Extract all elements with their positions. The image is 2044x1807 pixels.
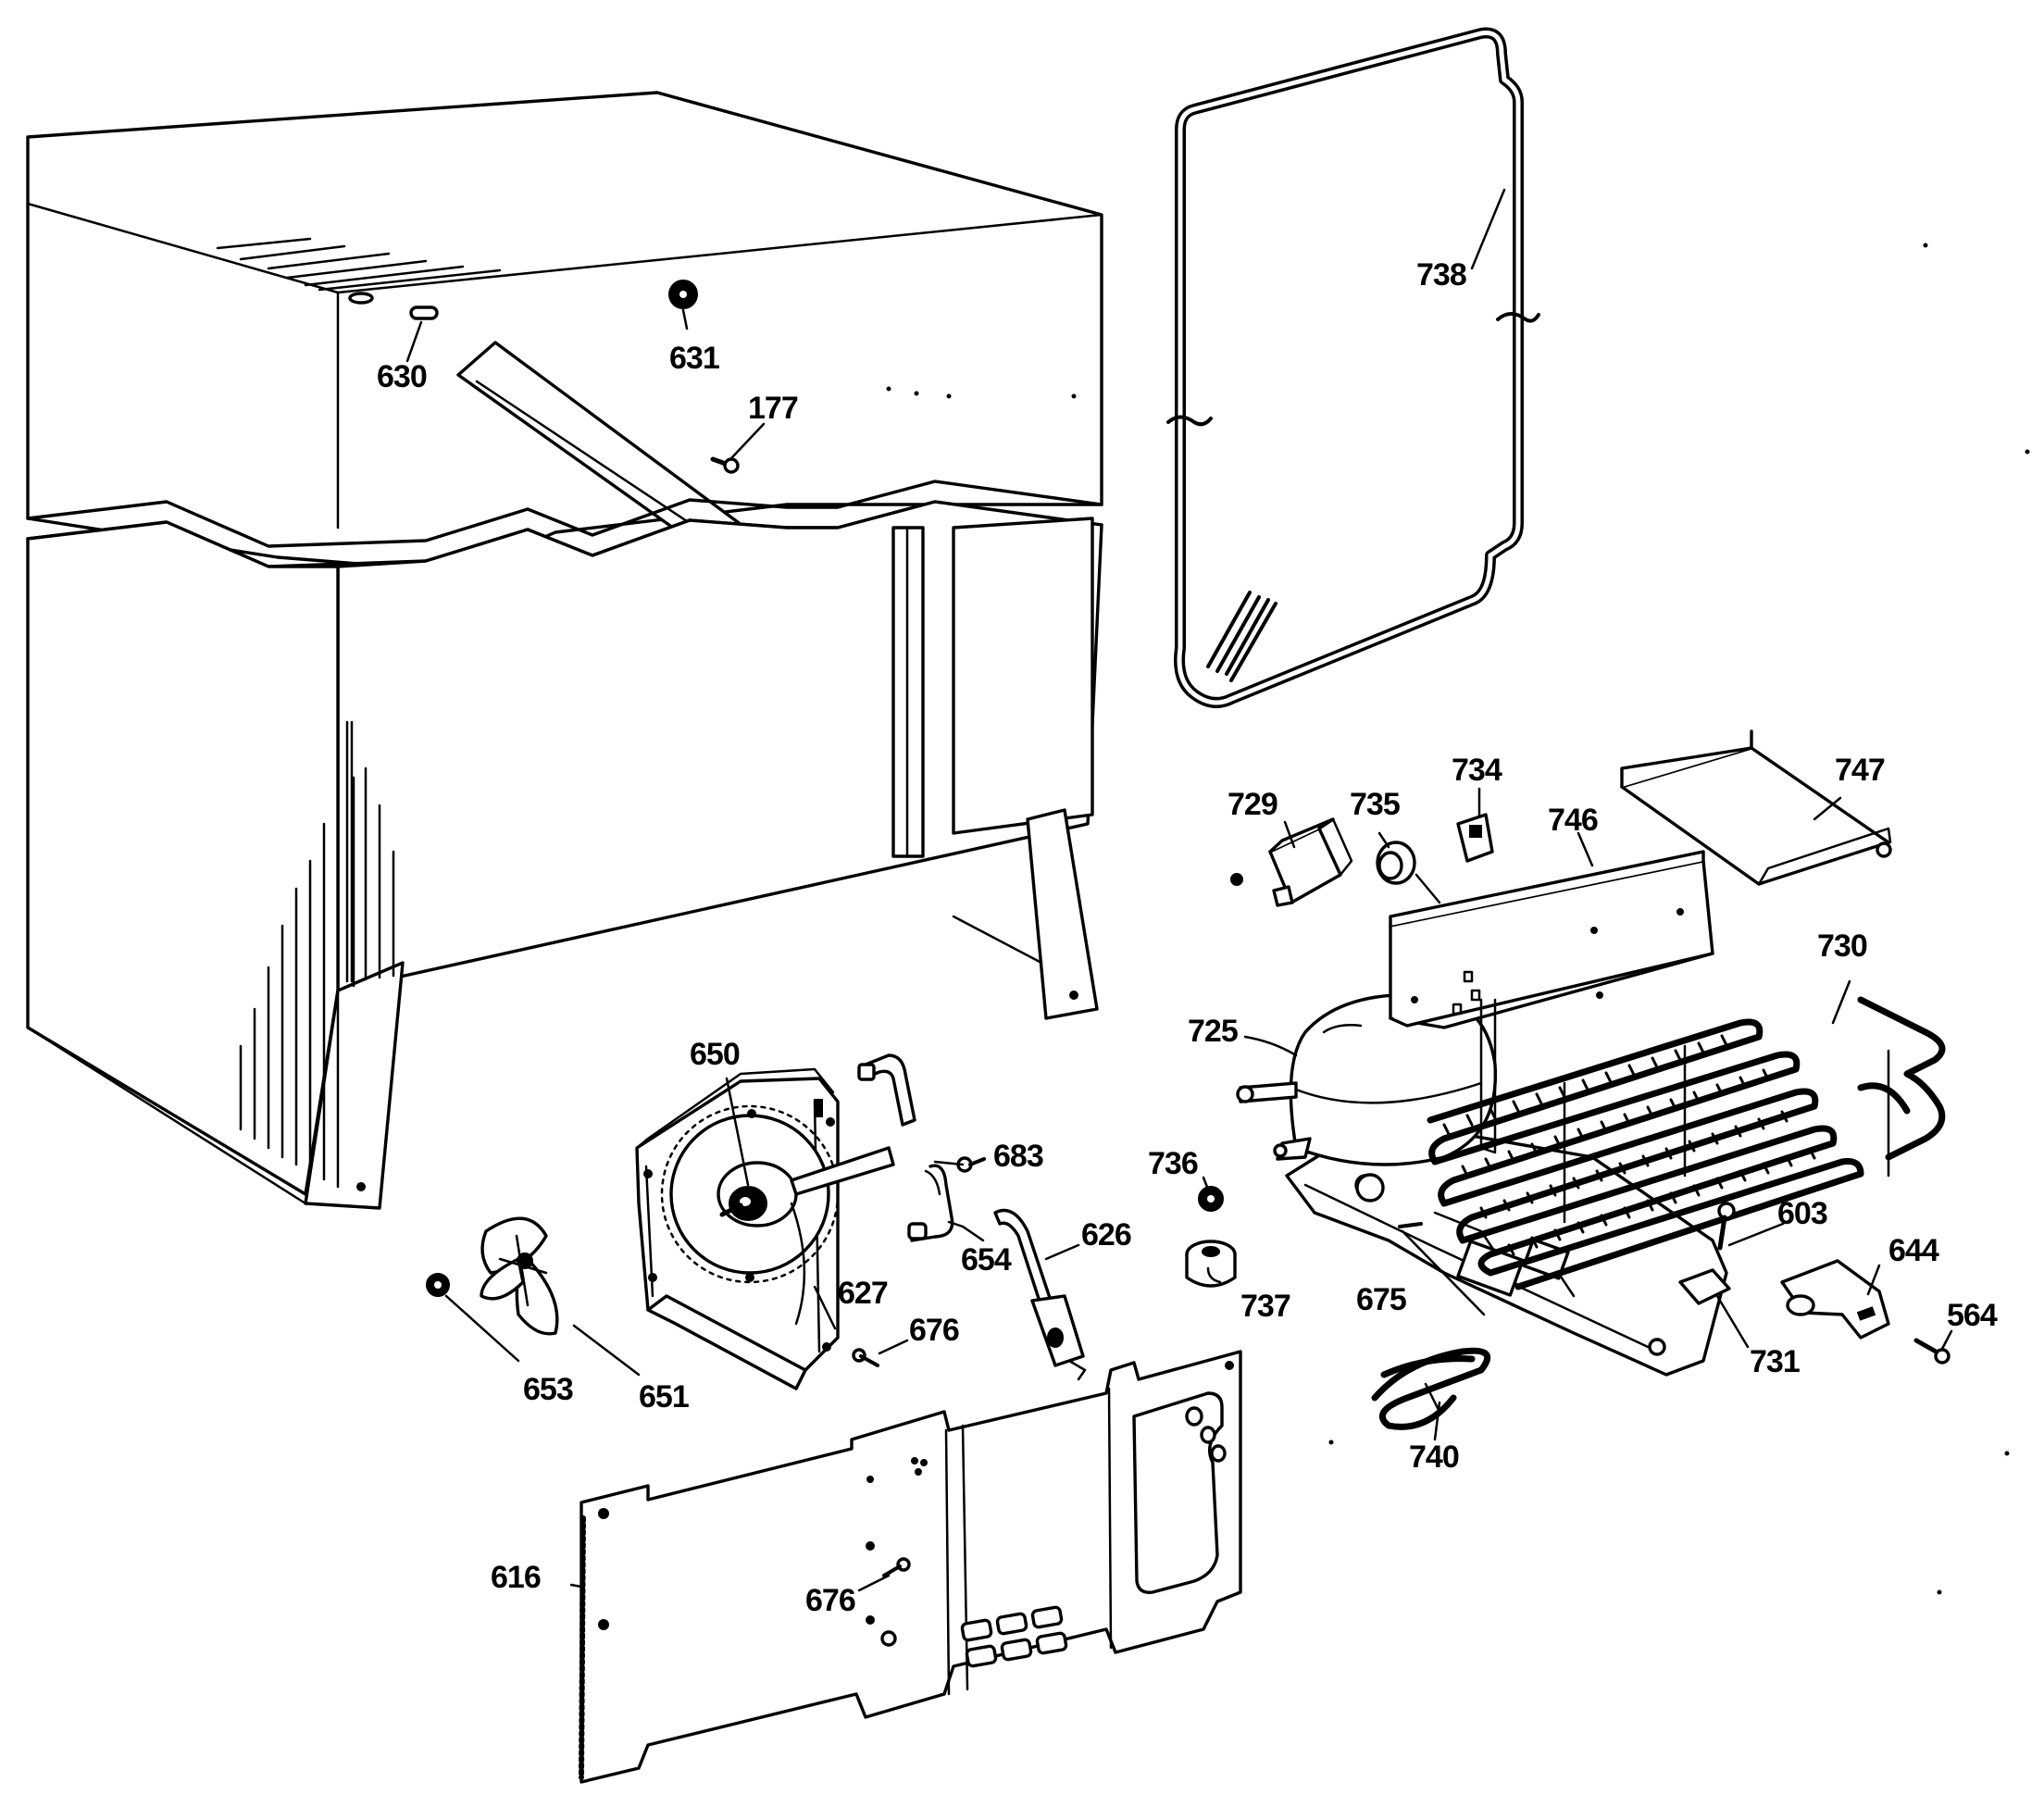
part-626-cord <box>993 1208 1087 1381</box>
label-177: 177 <box>748 391 798 426</box>
part-747-tray <box>1620 729 1892 886</box>
part-735-cap <box>1376 841 1441 904</box>
label-730: 730 <box>1817 928 1867 964</box>
callout-labels: 630 631 177 738 729 735 734 746 747 730 … <box>377 257 1999 1618</box>
part-730-condenser <box>1427 996 1946 1290</box>
label-746: 746 <box>1548 803 1598 838</box>
label-653: 653 <box>523 1372 573 1407</box>
part-734-relay <box>1456 813 1494 863</box>
label-675: 675 <box>1356 1282 1406 1317</box>
part-650-motor <box>717 1146 895 1326</box>
part-top-clamp <box>857 1053 916 1127</box>
label-676-a: 676 <box>909 1313 959 1348</box>
label-735: 735 <box>1350 787 1400 822</box>
label-564: 564 <box>1947 1298 1998 1333</box>
label-737: 737 <box>1240 1289 1290 1324</box>
label-651: 651 <box>639 1379 689 1414</box>
part-627-fan-bracket <box>635 1067 840 1390</box>
part-740-tubing <box>1371 1347 1491 1430</box>
label-650: 650 <box>690 1037 740 1072</box>
label-740: 740 <box>1409 1439 1459 1475</box>
label-676-b: 676 <box>805 1583 855 1618</box>
part-603-screw <box>1717 1202 1736 1251</box>
part-616-access-panel <box>579 1350 1242 1784</box>
part-654-bracket <box>907 1164 954 1242</box>
part-651-fan-blade <box>480 1216 559 1336</box>
part-644-bracket <box>1780 1259 1890 1340</box>
label-734: 734 <box>1452 753 1502 788</box>
part-731-clip <box>1678 1268 1731 1305</box>
label-627: 627 <box>838 1276 888 1311</box>
part-738-gasket <box>1166 27 1540 708</box>
label-616: 616 <box>491 1560 541 1595</box>
part-737-grommet <box>1185 1240 1237 1288</box>
label-630: 630 <box>377 359 427 394</box>
label-654: 654 <box>961 1242 1012 1277</box>
compressor-assembly <box>1236 850 1946 1377</box>
part-676-screw-a <box>852 1348 879 1367</box>
part-729-box <box>1230 817 1353 907</box>
part-630 <box>409 305 439 320</box>
part-653-nut <box>426 1273 450 1297</box>
part-675-screw <box>1398 1222 1423 1228</box>
label-631: 631 <box>669 341 719 376</box>
refrigerator-cabinet <box>26 91 1103 1210</box>
label-603: 603 <box>1777 1196 1827 1231</box>
label-725: 725 <box>1188 1014 1238 1049</box>
part-676-screw-b <box>882 1557 911 1577</box>
label-747: 747 <box>1835 753 1885 788</box>
label-731: 731 <box>1750 1344 1800 1379</box>
label-644: 644 <box>1888 1233 1939 1268</box>
label-626: 626 <box>1081 1217 1131 1252</box>
label-729: 729 <box>1228 787 1278 822</box>
part-736-nut <box>1198 1186 1224 1212</box>
label-736: 736 <box>1148 1146 1198 1181</box>
label-738: 738 <box>1416 257 1466 293</box>
leader-lines <box>405 188 1953 1592</box>
scan-specks <box>886 243 2030 1595</box>
label-683: 683 <box>993 1139 1043 1174</box>
